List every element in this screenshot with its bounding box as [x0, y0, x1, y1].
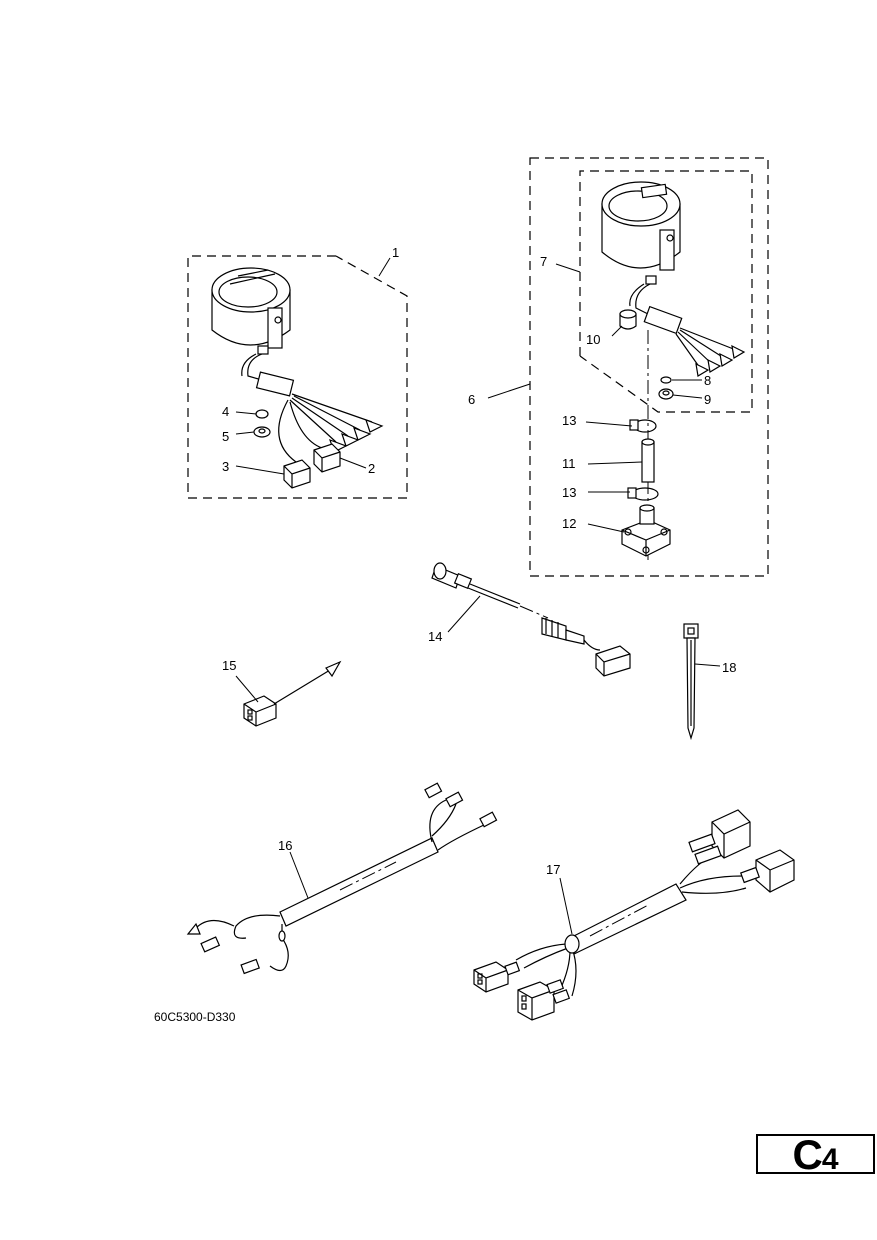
callout-12: 12: [562, 516, 576, 531]
tube-11: [641, 438, 655, 483]
callout-3: 3: [222, 459, 229, 474]
callout-15: 15: [222, 658, 236, 673]
page-code-number: 4: [821, 1143, 839, 1176]
diagram-code: 60C5300-D330: [154, 1010, 236, 1024]
callout-9: 9: [704, 392, 711, 407]
callout-18: 18: [722, 660, 736, 675]
plug-17-upper-b: [740, 849, 795, 893]
harness-16: [186, 782, 498, 975]
connector-3: [283, 459, 311, 489]
callout-8: 8: [704, 373, 711, 388]
callout-7: 7: [540, 254, 547, 269]
gauge-assembly-6: [487, 157, 769, 577]
callout-11: 11: [562, 456, 576, 471]
callout-2: 2: [368, 461, 375, 476]
clamp-13-top: [629, 419, 657, 433]
callout-10: 10: [586, 332, 600, 347]
gauge-assembly-1: [187, 255, 408, 499]
plug-17-lower-b: [517, 979, 571, 1021]
harness-17: [473, 809, 795, 1021]
cap-10: [619, 309, 637, 330]
callout-1: 1: [392, 245, 399, 260]
callout-5: 5: [222, 429, 229, 444]
group-6-outline: [529, 157, 769, 577]
cable-tie-18: [683, 623, 721, 741]
washer-4: [255, 409, 269, 419]
callout-14: 14: [428, 629, 442, 644]
group-7-outline: [579, 170, 753, 413]
callout-17: 17: [546, 862, 560, 877]
gauge-7: [601, 181, 681, 285]
callout-13-top: 13: [562, 413, 576, 428]
callout-6: 6: [468, 392, 475, 407]
clamp-13-bottom: [627, 487, 659, 501]
page-code-letter: C: [792, 1131, 822, 1178]
connector-15: [235, 660, 342, 727]
page-code-box: C4: [756, 1134, 875, 1176]
group-1-outline: [187, 255, 408, 499]
connector-2: [313, 443, 341, 473]
plug-17-upper-a: [688, 809, 751, 865]
cable-14: [431, 562, 631, 677]
callout-4: 4: [222, 404, 229, 419]
pressure-sensor-12: [621, 504, 671, 557]
gauge-1: [211, 267, 291, 355]
plug-17-lower-a: [473, 961, 521, 993]
washer-8: [660, 376, 672, 384]
callout-16: 16: [278, 838, 292, 853]
callout-13-bottom: 13: [562, 485, 576, 500]
nut-9: [658, 388, 674, 400]
